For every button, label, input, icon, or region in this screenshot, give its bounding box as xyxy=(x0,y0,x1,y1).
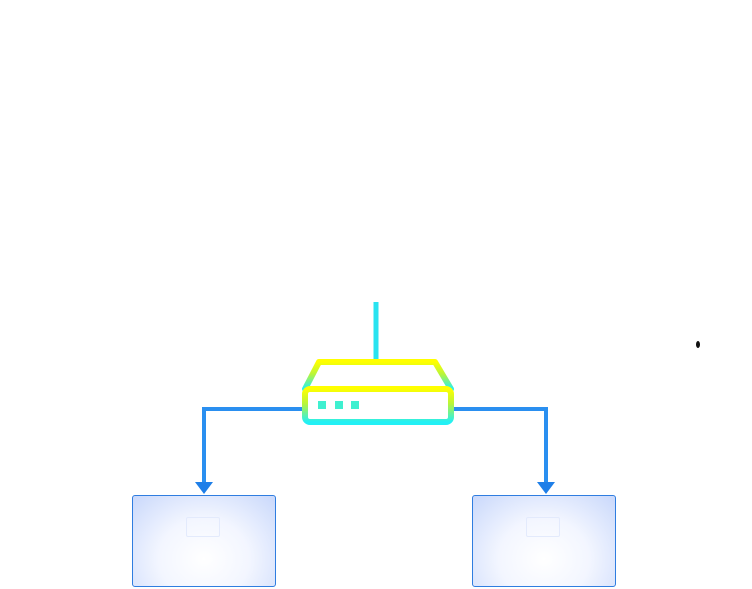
cursor-dot xyxy=(696,341,700,348)
router-led xyxy=(335,401,343,409)
right-connector xyxy=(452,407,548,484)
left-connector xyxy=(202,407,304,484)
monitor-icon xyxy=(526,517,560,537)
router-led xyxy=(351,401,359,409)
client-node-right[interactable] xyxy=(472,495,616,587)
client-node-left[interactable] xyxy=(132,495,276,587)
router-icon xyxy=(302,359,454,425)
router-led xyxy=(318,401,326,409)
left-arrowhead xyxy=(195,482,213,494)
right-arrowhead xyxy=(537,482,555,494)
monitor-icon xyxy=(186,517,220,537)
